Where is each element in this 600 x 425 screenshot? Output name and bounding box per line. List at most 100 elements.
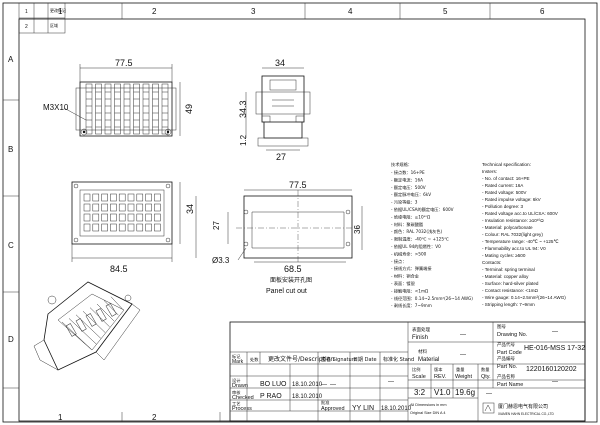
row-letter-c: C <box>8 241 14 250</box>
spec-line: - Surface: hard-silver plated <box>482 281 539 286</box>
company-logo <box>482 402 495 414</box>
drawn-en: Drawn <box>232 383 248 389</box>
contact-cell <box>118 213 126 222</box>
hdr-std: 标准化 Stand <box>383 356 414 363</box>
part-name-cn: 产品名称 <box>497 373 515 380</box>
contact-column <box>133 83 140 135</box>
qty-cn: 数量 <box>481 366 489 373</box>
contact-cell <box>101 203 108 212</box>
weight-val: 19.6g <box>455 388 475 397</box>
col-number-2: 2 <box>152 7 157 16</box>
contact-cell <box>154 223 161 232</box>
rev-val: V1.0 <box>434 388 451 397</box>
spec-line: - 绝缘电阻：≥10¹⁰Ω <box>391 213 431 220</box>
material-cn: 材料 <box>418 348 427 355</box>
contact-cell <box>136 193 144 202</box>
dim-cut-inner: 68.5 <box>284 264 302 274</box>
spec-line: - 额定脉冲电压：6kV <box>391 191 431 198</box>
iso-contact <box>96 303 115 322</box>
contact-cell <box>110 223 117 232</box>
contact-column <box>85 83 93 135</box>
part-name-en: Part Name <box>497 382 523 388</box>
approved-date: 18.10.2010 <box>381 406 412 412</box>
dim-side-width: 34 <box>275 58 285 68</box>
hdr-std-val: — <box>388 379 394 385</box>
spec-line: - Rated current: 16A <box>482 183 524 188</box>
iso-contact <box>61 321 93 351</box>
contact-cell <box>83 203 91 212</box>
weight-cn: 重量 <box>456 366 464 373</box>
rev-num-2: 2 <box>25 24 28 30</box>
rev-cn: 版本 <box>434 366 443 373</box>
hdr-sign: 签名 Signature <box>321 356 357 363</box>
contact-cell <box>118 203 126 212</box>
qty-en: Qty. <box>481 374 491 380</box>
checked-date: 18.10.2010 <box>292 394 323 400</box>
drawing-no-cn: 图号 <box>497 324 506 330</box>
drawn-date: 18.10.2010 <box>292 382 323 388</box>
contact-cell <box>154 193 161 202</box>
contact-cell <box>110 193 117 202</box>
spec-line: - 材料：铜合金 <box>391 273 420 280</box>
hdr-date: 日期 Date <box>353 357 377 363</box>
spec-line: - Material: polycarbonate <box>482 225 533 230</box>
spec-line: - Wire gauge: 0.14~2.5mm²(26~14 AWG) <box>482 295 566 300</box>
iso-terminal <box>65 323 77 337</box>
dim-side-bottom: 27 <box>276 152 286 162</box>
weight-en: Weight <box>455 374 472 380</box>
iso-contact <box>68 318 97 345</box>
spec-line: - 线径范围：0.14~2.5mm²(26~14 AWG) <box>391 295 473 302</box>
contact-column <box>152 83 159 135</box>
spec-line: - 额定电流：16A <box>391 176 423 183</box>
company-name-en: XIAMEN HAHN ELECTRICAL CO.,LTD <box>498 412 554 416</box>
contact-cell <box>110 213 117 222</box>
spec-line: - No. of contact: 16+PE <box>482 176 530 181</box>
spec-line: - 颜色：RAL 7032(浅灰色) <box>391 228 443 235</box>
part-code-en: Part Code <box>497 350 522 356</box>
spec-line: Contacts: <box>482 260 501 265</box>
contact-cell <box>92 223 100 232</box>
contact-cell <box>118 193 126 202</box>
contact-cell <box>83 223 91 232</box>
spec-line: - 接线方式：弹簧端接 <box>391 265 432 272</box>
spec-line: - Mating cycles: ≥500 <box>482 253 526 258</box>
approved-blank-1: — <box>321 382 327 388</box>
contact-cell <box>145 203 152 212</box>
isometric-view <box>33 281 141 371</box>
process-en: Process <box>232 406 252 412</box>
dim-cut-height: 34 <box>185 204 195 214</box>
spec-line: - 依据UL/CSA的额定电压：600V <box>391 206 454 213</box>
col-number-4: 4 <box>348 7 353 16</box>
spec-en-block: Technical specification: Insters:- No. o… <box>482 162 566 307</box>
contact-column <box>161 83 169 135</box>
dim-side-height: 34.3 <box>238 100 248 118</box>
contact-cell <box>110 203 117 212</box>
spec-line: - Contact resistance: <1mΩ <box>482 288 538 293</box>
contact-cell <box>101 213 108 222</box>
contact-cell <box>136 223 144 232</box>
top-view <box>75 81 177 137</box>
contact-cell <box>101 223 108 232</box>
cutout-caption-en: Panel cut out <box>266 288 307 295</box>
spec-cn-title: 技术规格： <box>391 161 412 168</box>
spec-line: - 材料：聚碳酸酯 <box>391 221 423 228</box>
spec-line: - Rated voltage acc.to UL/CSA: 600V <box>482 211 559 216</box>
dim-cut-27: 27 <box>212 221 221 230</box>
spec-line: - Colour: RAL 7032(light grey) <box>482 232 543 237</box>
spec-line: - Temperature range: -40℃ ~ +125℃ <box>482 239 559 244</box>
contact-column <box>114 83 121 135</box>
approved-cn: 批准 <box>321 399 329 406</box>
spec-line: - 接点数：16+PE <box>391 169 425 176</box>
spec-line: - 限制温度：-40℃ ~ +125℃ <box>391 236 449 243</box>
contact-cell <box>83 193 91 202</box>
note-dims: All Dimensions in mm <box>410 403 447 407</box>
rev-en: REV. <box>434 374 447 380</box>
dim-top-height: 49 <box>184 104 194 114</box>
title-block <box>229 321 586 422</box>
iso-contact <box>75 314 101 339</box>
approved-blank-2: — <box>330 382 336 388</box>
iso-terminal <box>105 303 117 317</box>
dim-side-small: 1.2 <box>239 134 248 146</box>
